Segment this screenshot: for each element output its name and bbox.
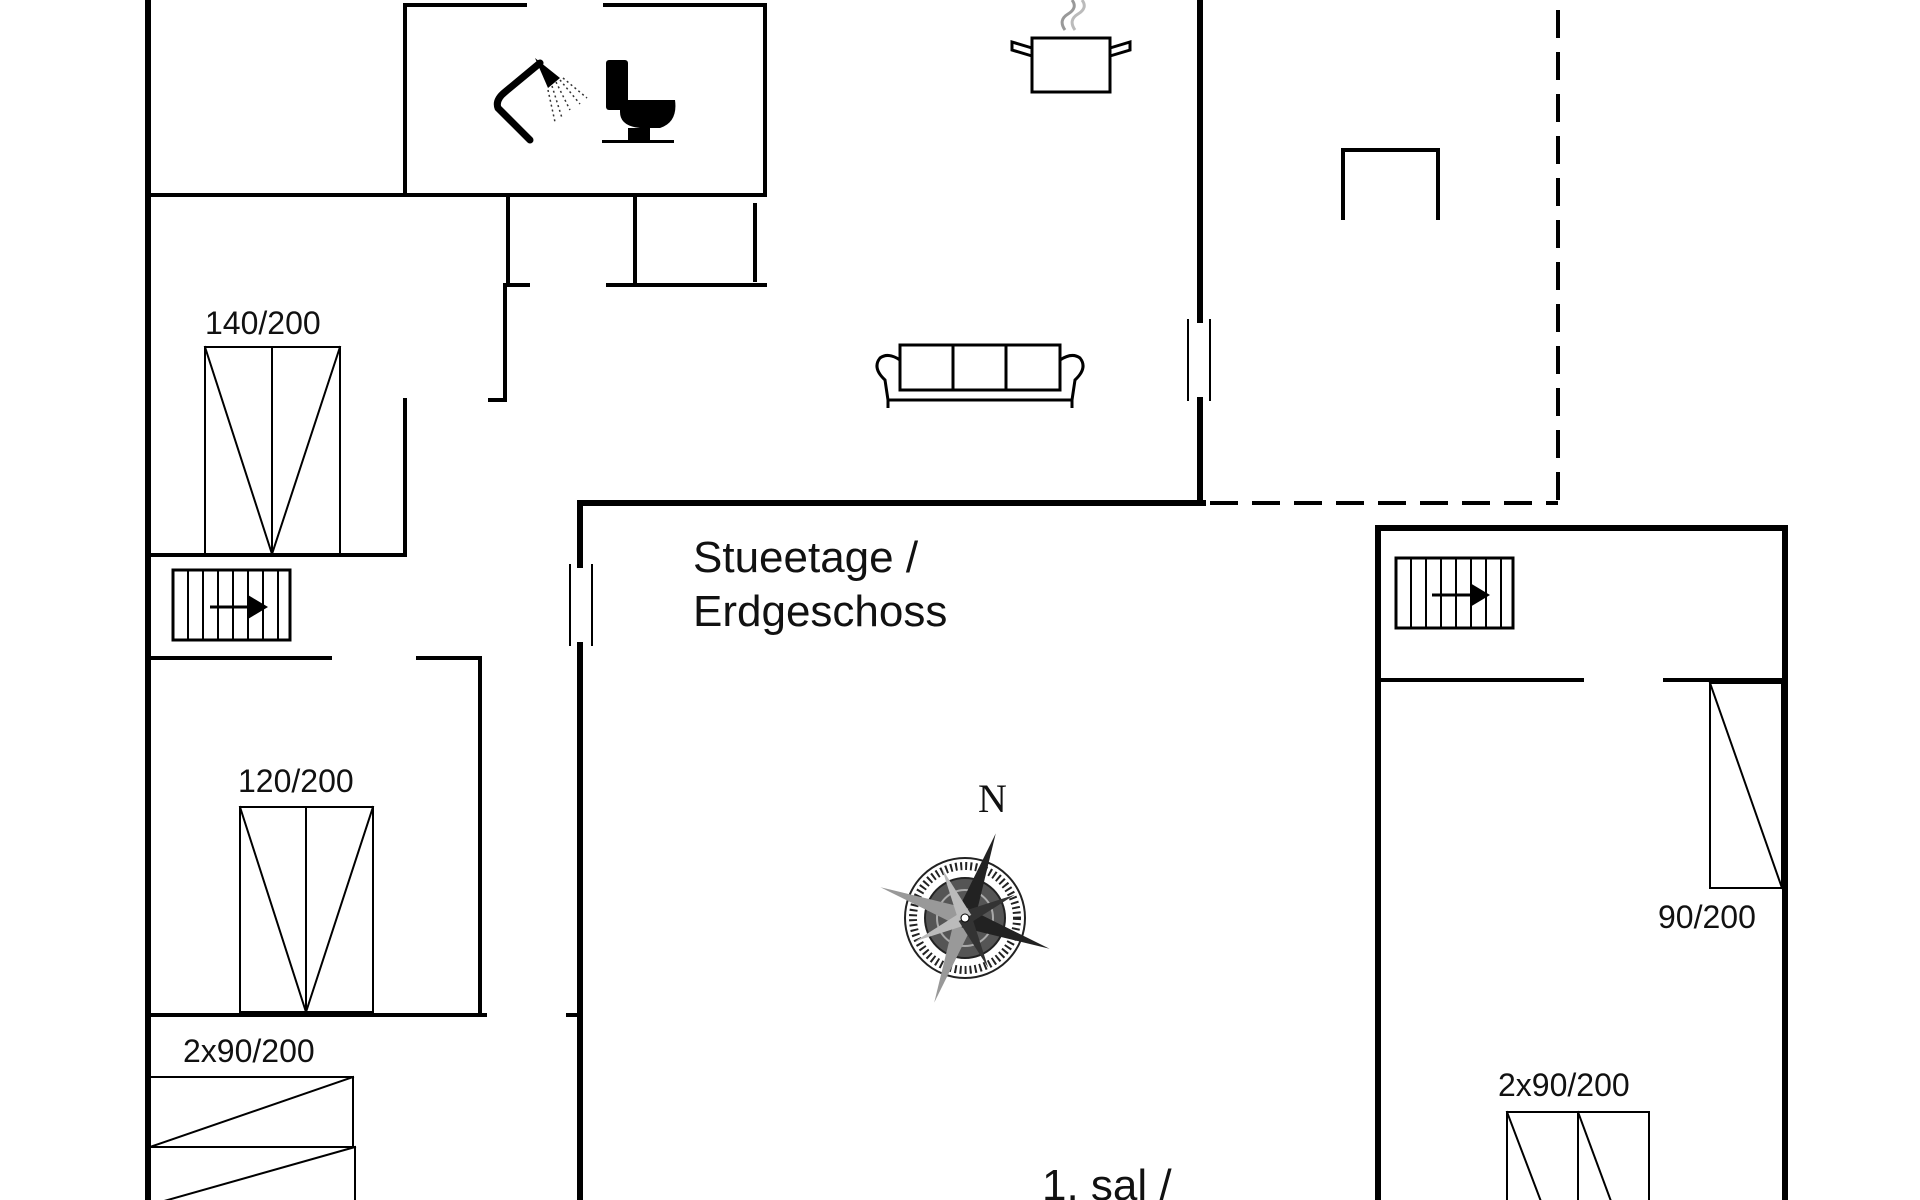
bed-label-2x90-right: 2x90/200 bbox=[1498, 1067, 1630, 1103]
bed-120 bbox=[238, 805, 375, 1016]
bed-2x90-left bbox=[148, 1075, 357, 1200]
bed-90 bbox=[1708, 681, 1784, 890]
floor-label-ground-line2: Erdgeschoss bbox=[693, 587, 947, 636]
bed-label-2x90-left: 2x90/200 bbox=[183, 1033, 315, 1069]
compass-rose-icon bbox=[880, 833, 1050, 1003]
shower-icon bbox=[493, 58, 588, 144]
floor-label-ground-line1: Stueetage / bbox=[693, 533, 919, 582]
sofa-icon bbox=[875, 343, 1085, 408]
bed-label-140: 140/200 bbox=[205, 305, 321, 341]
floor-label-upper-line1: 1. sal / bbox=[1042, 1161, 1172, 1200]
cooking-pot-icon bbox=[1010, 0, 1132, 94]
stairs-icon bbox=[171, 568, 292, 642]
stairs-icon bbox=[1394, 556, 1515, 630]
bed-label-120: 120/200 bbox=[238, 763, 354, 799]
terrace-outline bbox=[1210, 10, 1560, 505]
middle-block-walls bbox=[566, 500, 593, 1200]
toilet-icon bbox=[602, 60, 676, 143]
bed-2x90-right bbox=[1505, 1110, 1650, 1200]
bed-140 bbox=[203, 345, 342, 558]
right-block-walls bbox=[1375, 525, 1788, 1200]
bed-label-90: 90/200 bbox=[1658, 899, 1756, 935]
compass-north-label: N bbox=[978, 776, 1007, 821]
left-wing-walls bbox=[145, 0, 1211, 1200]
